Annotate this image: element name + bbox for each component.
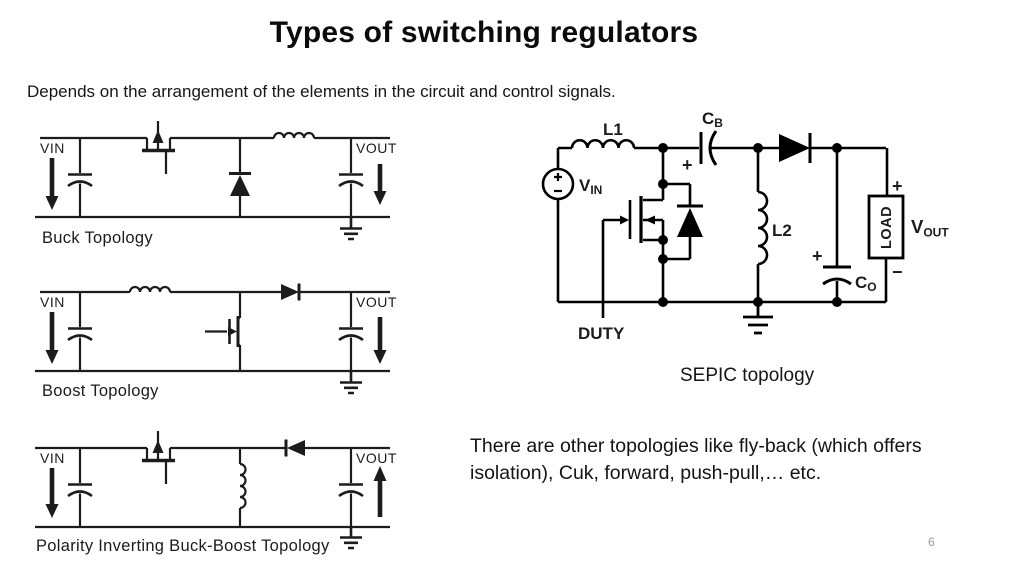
subtitle-text: Depends on the arrangement of the elemen… (27, 82, 616, 101)
load-plus-sign: + (892, 176, 903, 196)
boost-vout-label: VOUT (356, 294, 397, 310)
cb-label: CB (702, 109, 723, 130)
diode-symbol (281, 283, 301, 301)
output-capacitor (338, 138, 364, 217)
load-box (867, 148, 905, 302)
output-capacitor (338, 292, 364, 371)
vin-arrow-icon (45, 158, 59, 210)
inductor-symbol (128, 285, 172, 293)
co-label: CO (855, 273, 877, 294)
page-title: Types of switching regulators (269, 16, 699, 49)
inductor-l1 (570, 139, 636, 149)
vout-arrow-icon (373, 466, 387, 517)
output-capacitor-co (822, 148, 852, 302)
output-capacitor (338, 448, 364, 527)
ground-icon (340, 527, 362, 550)
buck-vin-label: VIN (40, 140, 65, 156)
sepic-caption: SEPIC topology (680, 365, 815, 386)
buck-vout-label: VOUT (356, 140, 397, 156)
buck-topology-label: Buck Topology (42, 229, 153, 247)
boost-topology-label: Boost Topology (42, 382, 159, 400)
input-capacitor (67, 138, 93, 217)
buckboost-vin-label: VIN (40, 450, 65, 466)
page-number: 6 (928, 535, 935, 549)
vin-source-label: VIN (579, 176, 602, 197)
inductor-l2 (756, 148, 769, 302)
mosfet-symbol (603, 148, 665, 302)
body-diode-symbol (663, 182, 703, 261)
duty-label: DUTY (578, 324, 625, 343)
note-line-1: There are other topologies like fly-back… (470, 435, 922, 457)
buck-boost-topology-circuit: VIN VOUT Polarity Inverting Buck-Boost T… (35, 431, 397, 555)
buckboost-vout-label: VOUT (356, 450, 397, 466)
cb-plus-sign: + (682, 155, 693, 175)
coupling-capacitor-cb (699, 130, 779, 166)
load-label: LOAD (879, 206, 895, 249)
inductor-symbol (272, 131, 316, 139)
load-minus-sign: − (892, 262, 903, 282)
boost-topology-circuit: VIN VOUT Boost Topology (35, 283, 397, 400)
co-plus-sign: + (812, 246, 823, 266)
note-text: There are other topologies like fly-back… (470, 433, 922, 487)
mosfet-symbol (205, 292, 242, 371)
diode-symbol (229, 138, 251, 217)
mosfet-symbol (142, 431, 175, 484)
vout-arrow-icon (373, 317, 387, 364)
mosfet-symbol (142, 121, 175, 174)
diode-symbol (284, 439, 305, 457)
vin-source (541, 146, 575, 302)
vin-arrow-icon (45, 468, 59, 518)
l1-label: L1 (603, 120, 623, 139)
ground-icon (340, 217, 362, 241)
l2-label: L2 (772, 221, 792, 240)
vout-label: VOUT (911, 216, 949, 240)
boost-vin-label: VIN (40, 294, 65, 310)
vin-arrow-icon (45, 312, 59, 364)
inductor-symbol (238, 448, 247, 527)
input-capacitor (67, 292, 93, 371)
buckboost-topology-label: Polarity Inverting Buck-Boost Topology (36, 537, 330, 555)
vout-arrow-icon (373, 164, 387, 205)
sepic-topology-circuit: L1 CB + VIN DUTY L2 + CO LOAD + − VOUT (541, 109, 949, 343)
note-line-2: isolation), Cuk, forward, push-pull,… et… (470, 462, 822, 484)
ground-icon (340, 371, 362, 395)
input-capacitor (67, 448, 93, 527)
buck-topology-circuit: VIN VOUT Buck Topology (35, 121, 397, 247)
junction-dots (658, 143, 842, 307)
ground-icon (743, 302, 773, 335)
diode-symbol (779, 133, 886, 163)
